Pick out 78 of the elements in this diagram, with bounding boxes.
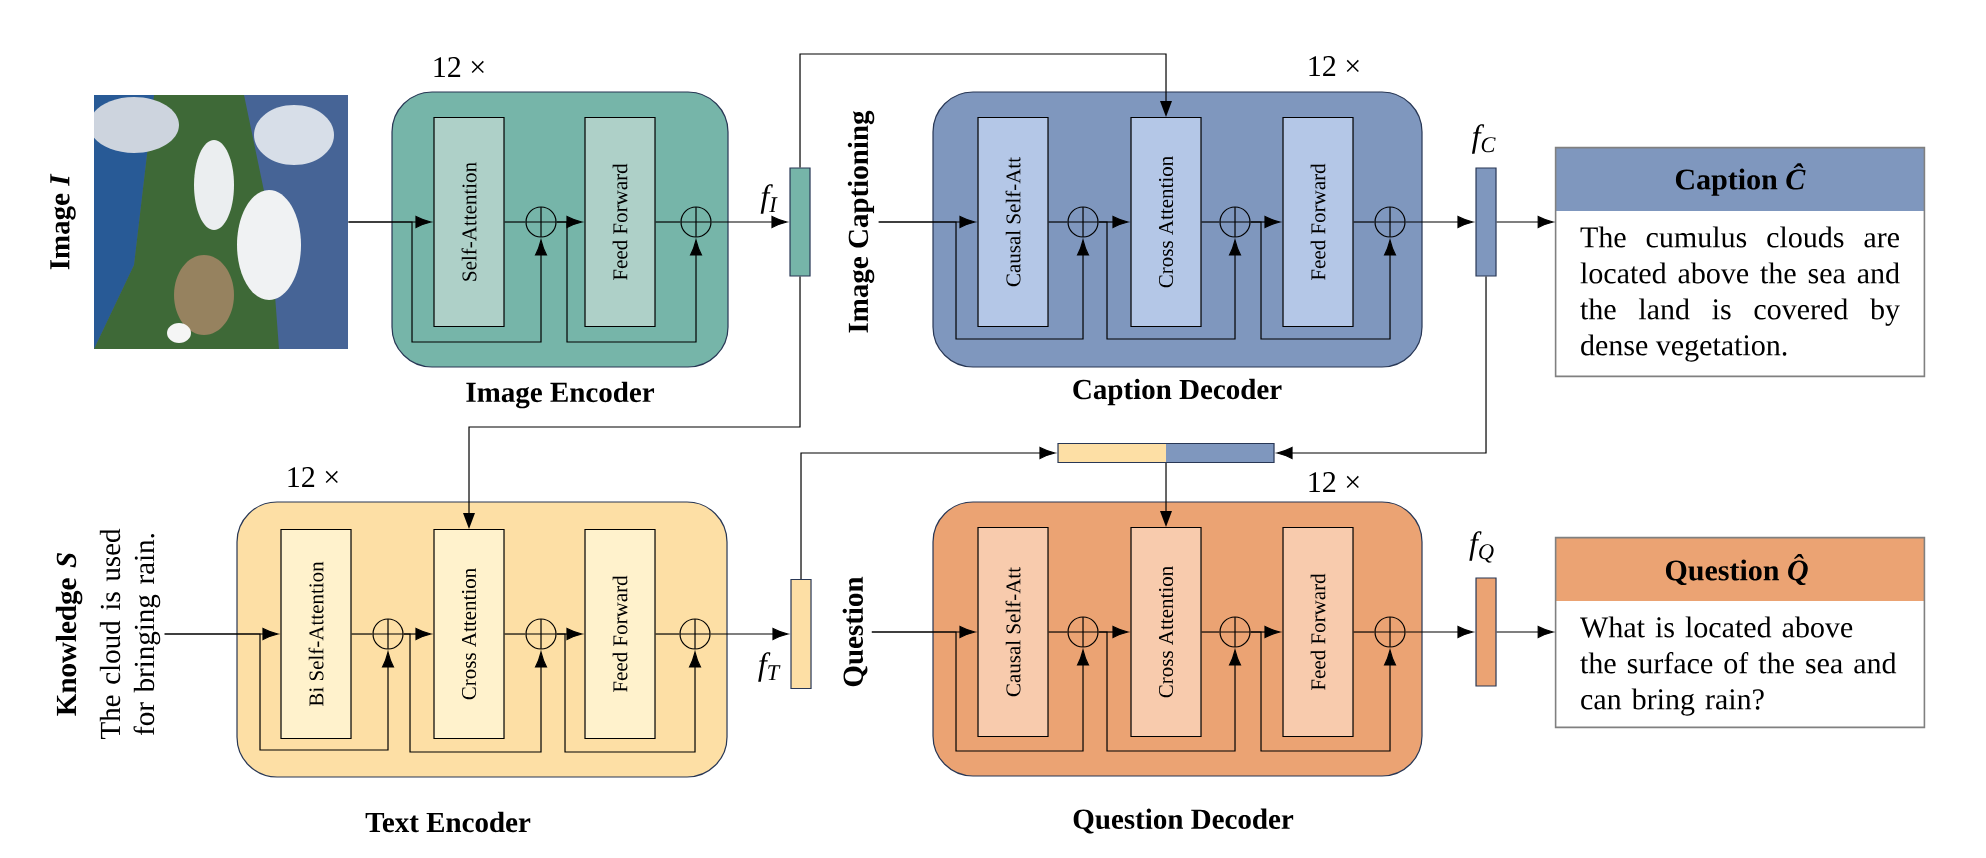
arrow (1250, 221, 1397, 340)
layer-box: Cross Attention (1130, 526, 1202, 738)
add-circle (1219, 206, 1251, 238)
connector-line (1353, 221, 1375, 223)
repeat-label: 12 × (1309, 472, 1359, 492)
node-label: Caption Decoder (1073, 378, 1282, 406)
add-circle (1374, 616, 1406, 648)
arrow (1276, 276, 1487, 460)
arrow (347, 221, 548, 343)
repeat-label: 12 × (288, 467, 338, 487)
node-label: Text Encoder (365, 811, 531, 833)
arrow (1250, 631, 1397, 752)
feature-label: f$_{I}$ (760, 184, 778, 214)
arrow (164, 633, 395, 751)
arrow (1405, 625, 1474, 639)
add-circle (679, 618, 711, 650)
arrow (556, 221, 703, 343)
arrow (1160, 462, 1172, 527)
add-circle (680, 206, 712, 238)
layer-box: Feed Forward (584, 116, 656, 328)
output-box: Question Q̂ What is located above the surface of the sea and can bring rain? (1554, 536, 1926, 729)
input-label: Image Captioning (847, 110, 875, 333)
repeat-label: 12 × (1309, 56, 1359, 76)
repeat-label: 12 × (434, 57, 484, 77)
arrow (799, 53, 1172, 168)
feature-bar (789, 167, 811, 277)
node-label: Image Encoder (466, 381, 655, 409)
arrow (1496, 625, 1554, 639)
layer-box: Feed Forward (1282, 526, 1354, 738)
connector-line (655, 633, 680, 635)
add-circle (525, 206, 557, 238)
connector-line (1201, 631, 1220, 633)
arrow (1405, 215, 1474, 229)
layer-box: Feed Forward (584, 528, 656, 740)
satellite-image-drawing (94, 95, 348, 349)
connector-line (655, 221, 681, 223)
arrow (463, 276, 801, 529)
layer-box: Causal Self-Att (977, 526, 1049, 738)
arrow (711, 215, 788, 229)
layer-box: Bi Self-Attention (280, 528, 352, 740)
arrow (1496, 215, 1554, 229)
feature-label: f$_{T}$ (758, 652, 781, 682)
input-label: Question (842, 576, 868, 687)
node-label: Question Decoder (1073, 808, 1294, 834)
layer-box: Cross Attention (433, 528, 505, 740)
add-circle (1219, 616, 1251, 648)
layer-box: Feed Forward (1282, 116, 1354, 328)
feature-bar (1475, 577, 1497, 687)
feature-bar (790, 578, 812, 690)
arrow (1098, 221, 1242, 340)
input-label: Image I (50, 173, 76, 270)
connector-line (1048, 631, 1068, 633)
arrow (800, 446, 1056, 580)
layer-box: Causal Self-Att (977, 116, 1049, 328)
concat-feature-bar (1057, 442, 1275, 464)
connector-line (351, 633, 373, 635)
connector-line (504, 221, 526, 223)
connector-line (1201, 221, 1220, 223)
connector-line (1353, 631, 1375, 633)
feature-label: f$_{Q}$ (1469, 531, 1494, 563)
arrow (871, 631, 1090, 752)
arrow (878, 221, 1090, 340)
add-circle (525, 618, 557, 650)
arrow (1098, 631, 1242, 752)
add-circle (1067, 206, 1099, 238)
arrow (556, 633, 702, 753)
connector-line (1048, 221, 1068, 223)
feature-label: f$_{C}$ (1471, 124, 1496, 154)
feature-bar (1475, 167, 1497, 277)
output-box: Caption Ĉ The cumulus clouds are located above the sea and the land is covered by dense vegetation. (1554, 146, 1926, 378)
connector-line (504, 633, 526, 635)
add-circle (1374, 206, 1406, 238)
add-circle (372, 618, 404, 650)
arrow (403, 633, 548, 753)
arrow (710, 627, 789, 641)
add-circle (1067, 616, 1099, 648)
layer-box: Cross Attention (1130, 116, 1202, 328)
layer-box: Self-Attention (433, 116, 505, 328)
